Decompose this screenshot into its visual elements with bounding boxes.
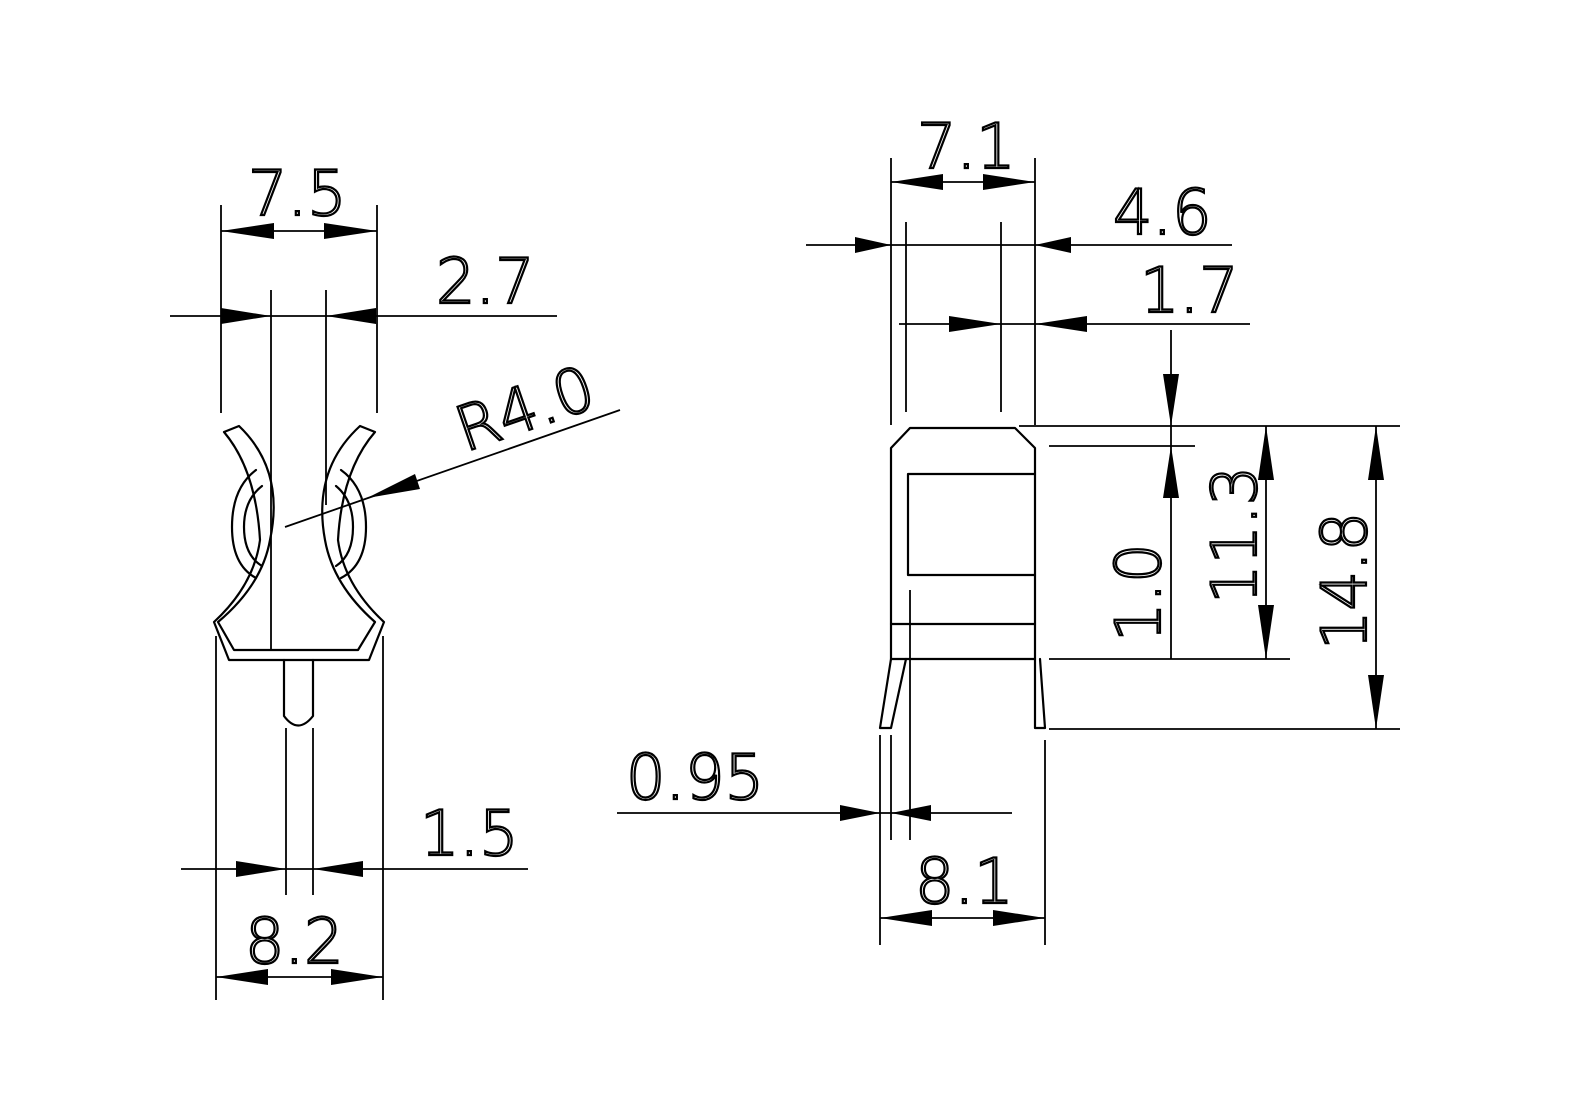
dim-8-1: 8.1 (915, 845, 1014, 918)
clip-outline (212, 424, 386, 662)
dim-1-7: 1.7 (1140, 254, 1239, 327)
pin (282, 658, 315, 727)
holder-window (906, 472, 1037, 577)
dim-r4-0: R4.0 (446, 351, 604, 466)
left-round-section (230, 468, 258, 580)
right-leg (1033, 657, 1047, 730)
left-view: 7.5 2.7 R4.0 1.5 8.2 (170, 156, 621, 1000)
dim-7-5: 7.5 (248, 157, 347, 230)
dim-8-2: 8.2 (245, 905, 344, 978)
dim-4-6: 4.6 (1113, 176, 1212, 249)
right-round-section (339, 468, 368, 580)
dim-1-5: 1.5 (420, 797, 519, 870)
dim-0-95: 0.95 (626, 741, 764, 814)
dim-2-7: 2.7 (436, 245, 535, 318)
dim-7-1: 7.1 (917, 110, 1016, 183)
left-leg (878, 657, 908, 730)
dim-14-8: 14.8 (1308, 512, 1381, 650)
dim-1-0: 1.0 (1102, 543, 1175, 642)
dim-11-3: 11.3 (1198, 466, 1271, 604)
right-view: 7.1 4.6 1.7 1.0 11.3 14.8 0.95 8.1 (617, 109, 1400, 945)
